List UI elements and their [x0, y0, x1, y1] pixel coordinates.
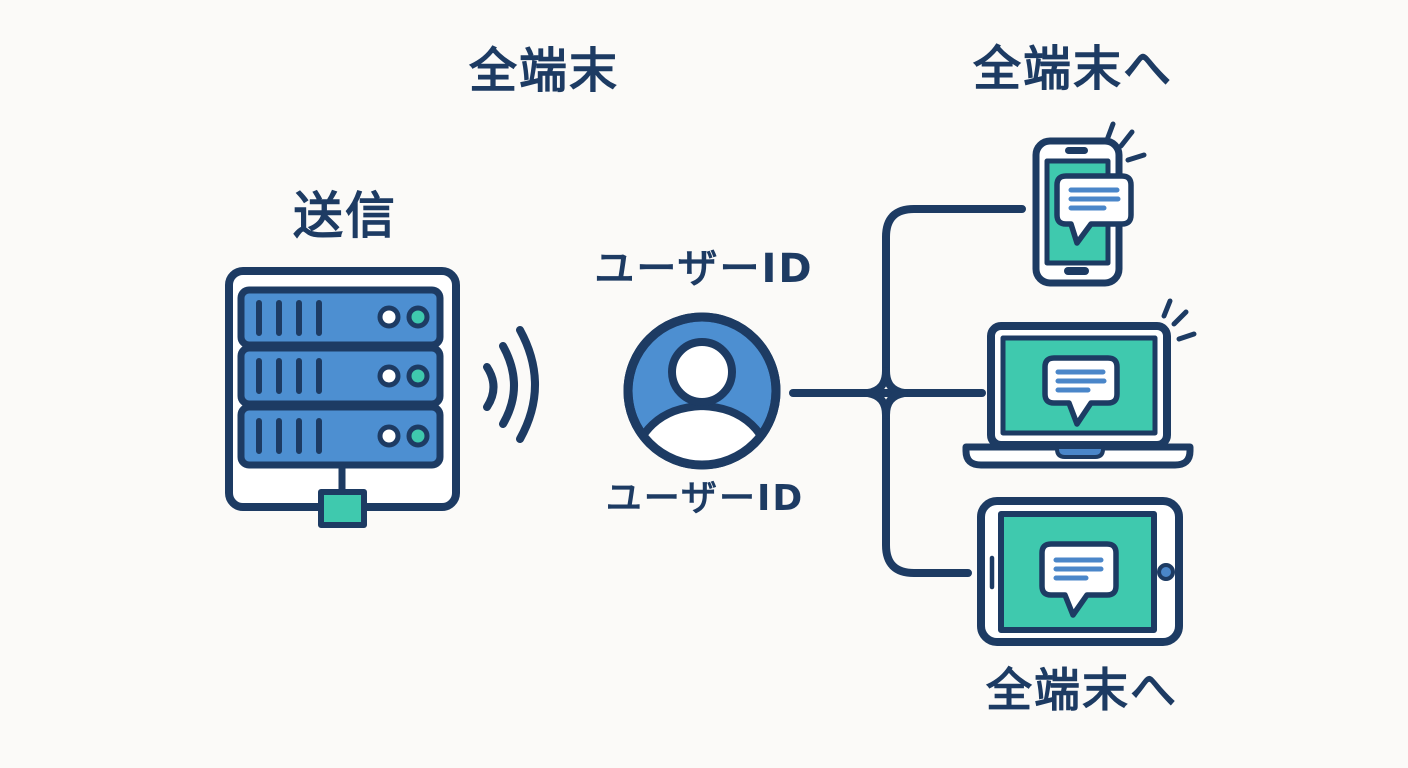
laptop-notch — [1055, 445, 1105, 459]
server-icon — [225, 267, 460, 528]
to-all-terminals-label-bottom: 全端末へ — [986, 663, 1178, 717]
status-led-white — [377, 305, 401, 329]
avatar-head — [668, 338, 736, 406]
tablet-icon — [977, 497, 1183, 646]
message-bubble-icon — [1039, 541, 1119, 618]
smartphone-icon — [1032, 121, 1147, 287]
status-led-white — [377, 424, 401, 448]
laptop-icon — [962, 298, 1197, 469]
message-text-lines — [1053, 557, 1104, 581]
vent-slots-icon — [256, 358, 322, 394]
notification-spark-icon — [1161, 298, 1197, 342]
phone-home-button — [1064, 267, 1089, 275]
vent-slots-icon — [256, 300, 322, 336]
status-led-teal — [406, 364, 430, 388]
phone-speaker — [1065, 147, 1088, 154]
server-unit — [237, 403, 444, 469]
message-bubble-icon — [1042, 355, 1120, 427]
message-bubble-icon — [1054, 173, 1134, 246]
status-led-teal — [406, 305, 430, 329]
connector-branch-tablet — [864, 389, 972, 577]
notification-spark-icon — [1104, 121, 1147, 163]
tablet-camera-button — [1157, 563, 1175, 581]
connector-branch-fillet — [882, 389, 908, 419]
connector-lines — [789, 205, 1026, 577]
server-unit — [237, 286, 444, 349]
status-led-teal — [406, 424, 430, 448]
avatar-ring — [623, 312, 781, 470]
all-terminals-label: 全端末 — [468, 43, 619, 99]
to-all-terminals-label-top: 全端末へ — [972, 41, 1173, 97]
user-id-label-bottom: ユーザーID — [605, 478, 805, 519]
status-led-white — [377, 364, 401, 388]
server-unit — [237, 344, 444, 408]
user-avatar-icon — [623, 312, 781, 470]
message-text-lines — [1055, 369, 1107, 393]
user-id-label-top: ユーザーID — [594, 246, 814, 292]
vent-slots-icon — [256, 418, 322, 454]
message-text-lines — [1068, 187, 1121, 211]
signal-waves-icon — [483, 326, 539, 443]
connector-branch-smartphone — [864, 205, 1026, 397]
send-label: 送信 — [293, 187, 397, 245]
network-port — [318, 489, 367, 528]
